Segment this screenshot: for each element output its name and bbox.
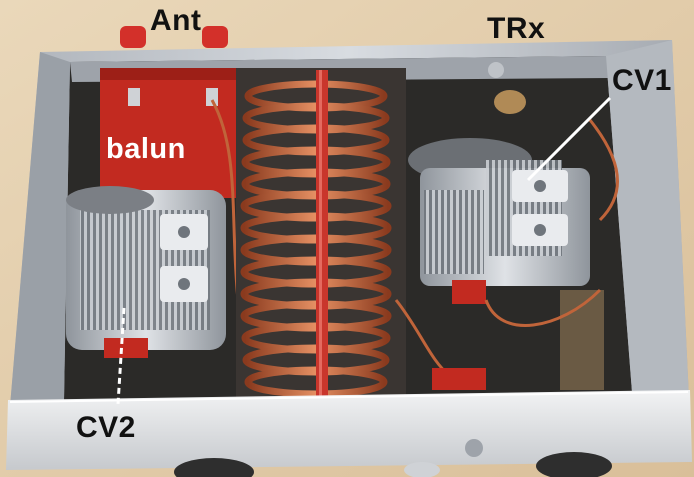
cv2-label: CV2: [76, 411, 136, 444]
ant-label: Ant: [150, 4, 202, 37]
cv2-pointer-line: [116, 307, 126, 405]
balun-label: balun: [106, 133, 186, 165]
cv1-pointer-line: [526, 96, 612, 182]
cv1-label: CV1: [612, 64, 672, 97]
trx-label: TRx: [487, 12, 546, 45]
